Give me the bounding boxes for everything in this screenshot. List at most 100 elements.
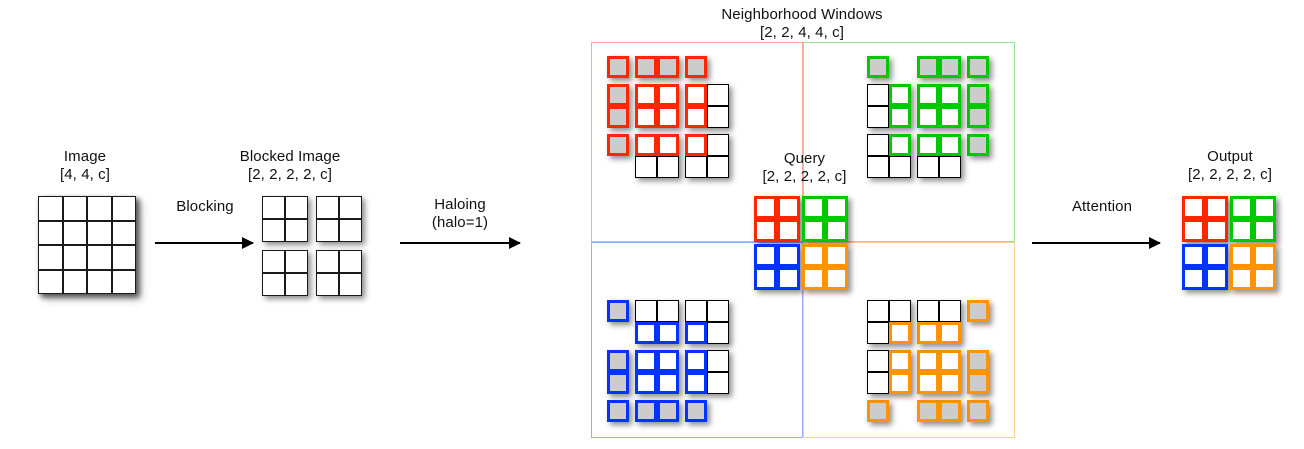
window-cell-plain: [867, 156, 889, 178]
blocked-image-block-2: [262, 250, 308, 296]
halo-edge-top: [917, 56, 961, 78]
window-cell-colored: [635, 134, 657, 156]
grid-cell: [1182, 267, 1205, 290]
halo-edge-top-outer: [867, 56, 889, 78]
grid-cell: [111, 269, 136, 294]
window-cell-plain: [685, 300, 707, 322]
grid-cell: [635, 106, 657, 128]
window-neighbour-diagonal: [867, 300, 911, 344]
grid-cell: [939, 400, 961, 422]
grid-cell: [825, 267, 848, 290]
quadrant-frame-top-left: [591, 42, 803, 242]
grid-cell: [754, 244, 777, 267]
grid-cell: [316, 273, 339, 296]
grid-cell: [607, 350, 629, 372]
grid-cell: [917, 56, 939, 78]
window-cell-colored: [685, 106, 707, 128]
image-cell-grid: [38, 196, 136, 294]
grid-cell: [285, 250, 308, 273]
halo-edge-top-outer: [685, 400, 707, 422]
grid-cell: [285, 219, 308, 242]
grid-cell: [111, 220, 136, 245]
blocked-image-label: Blocked Image: [239, 148, 341, 165]
grid-cell: [635, 56, 657, 78]
grid-cell: [262, 273, 285, 296]
window-cell-plain: [707, 372, 729, 394]
window-cell-plain: [635, 156, 657, 178]
grid-cell: [777, 196, 800, 219]
window-cell-colored: [657, 322, 679, 344]
window-cell-plain: [917, 156, 939, 178]
grid-cell: [967, 106, 989, 128]
window-cell-plain: [707, 156, 729, 178]
window-cell-colored: [917, 322, 939, 344]
grid-cell: [339, 273, 362, 296]
grid-cell: [802, 244, 825, 267]
window-neighbour-diagonal: [685, 300, 729, 344]
halo-edge-left-outer: [967, 134, 989, 156]
grid-cell: [802, 267, 825, 290]
grid-cell: [917, 350, 939, 372]
quadrant-frame-bottom-right: [803, 242, 1015, 438]
window-cell-plain: [657, 300, 679, 322]
grid-cell: [867, 400, 889, 422]
grid-cell: [1253, 196, 1276, 219]
grid-cell: [111, 245, 136, 270]
halo-edge-left: [967, 84, 989, 128]
grid-cell: [917, 400, 939, 422]
neighborhood-window-blue: [607, 300, 729, 422]
grid-cell: [607, 400, 629, 422]
window-cell-plain: [707, 134, 729, 156]
window-center-block: [635, 84, 679, 128]
grid-cell: [1182, 196, 1205, 219]
window-neighbour-right: [685, 84, 729, 128]
window-cell-plain: [707, 322, 729, 344]
halo-corner-cell: [967, 56, 989, 78]
grid-cell: [777, 219, 800, 242]
window-cell-plain: [867, 300, 889, 322]
window-neighbour-bottom: [635, 134, 679, 178]
window-cell-colored: [635, 322, 657, 344]
grid-cell: [967, 350, 989, 372]
image-label: Image: [63, 148, 107, 165]
window-neighbour-right: [867, 84, 911, 128]
grid-cell: [339, 250, 362, 273]
window-center-block: [635, 350, 679, 394]
grid-cell: [685, 56, 707, 78]
grid-cell: [939, 84, 961, 106]
grid-cell: [917, 106, 939, 128]
grid-cell: [87, 196, 112, 221]
grid-cell: [939, 106, 961, 128]
grid-cell: [939, 56, 961, 78]
grid-cell: [754, 196, 777, 219]
grid-cell: [38, 269, 63, 294]
grid-cell: [262, 219, 285, 242]
window-cell-plain: [707, 106, 729, 128]
window-neighbour-diagonal: [685, 134, 729, 178]
halo-edge-top: [635, 400, 679, 422]
blocking-arrow: [155, 237, 254, 249]
window-cell-colored: [889, 134, 911, 156]
image-grid: [38, 196, 136, 294]
halo-corner-cell: [607, 56, 629, 78]
grid-cell: [607, 134, 629, 156]
query-blocks: [754, 196, 850, 292]
window-cell-colored: [685, 84, 707, 106]
grid-cell: [1205, 267, 1228, 290]
window-cell-plain: [889, 156, 911, 178]
grid-cell: [285, 273, 308, 296]
halo-corner-cell: [607, 400, 629, 422]
grid-cell: [1230, 196, 1253, 219]
grid-cell: [62, 245, 87, 270]
window-cell-colored: [685, 322, 707, 344]
window-cell-plain: [867, 322, 889, 344]
grid-cell: [939, 350, 961, 372]
output-label: Output: [1207, 148, 1253, 165]
grid-cell: [635, 84, 657, 106]
grid-cell: [1253, 244, 1276, 267]
window-cell-colored: [685, 134, 707, 156]
grid-cell: [754, 267, 777, 290]
window-cell-plain: [867, 106, 889, 128]
window-cell-plain: [867, 350, 889, 372]
grid-cell: [1205, 219, 1228, 242]
